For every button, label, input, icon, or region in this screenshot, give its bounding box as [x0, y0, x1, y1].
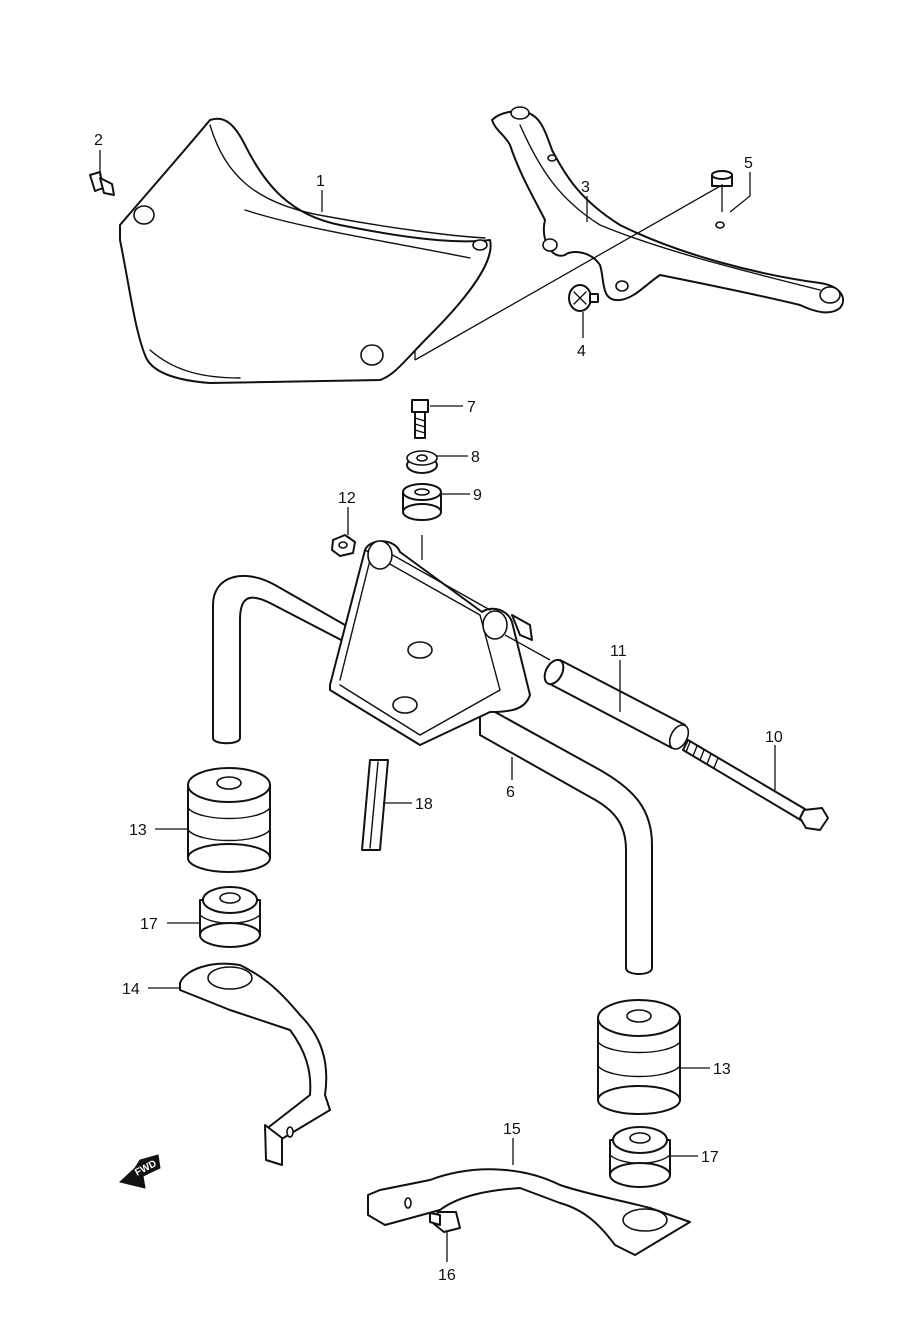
callout-17-right: 17: [701, 1149, 719, 1166]
fwd-label: FWD: [133, 1158, 158, 1178]
part-3-frame-bracket: [491, 106, 845, 314]
callout-16: 16: [438, 1267, 456, 1284]
part-2-push-rivet: [89, 171, 115, 196]
assembly-line-sleeve: [504, 634, 551, 661]
callout-3: 3: [581, 179, 590, 196]
part-14-bracket-left: [179, 962, 331, 1166]
part-8-collar: [406, 450, 438, 474]
callout-1: 1: [316, 173, 325, 190]
callout-7: 7: [467, 399, 476, 416]
part-10-long-bolt: [682, 739, 829, 831]
part-16-small-bolt: [429, 1211, 461, 1233]
callout-2: 2: [94, 132, 103, 149]
part-6-tubular-frame: [212, 575, 653, 975]
callout-14: 14: [122, 981, 140, 998]
part-15-bracket-right: [367, 1168, 691, 1256]
callout-15: 15: [503, 1121, 521, 1138]
part-13-cushion-left: [187, 767, 271, 873]
mount-bracket: [329, 540, 533, 746]
callout-11: 11: [610, 643, 627, 660]
part-17-damper-left: [199, 886, 261, 948]
callout-17-left: 17: [140, 916, 158, 933]
callout-6: 6: [506, 784, 515, 801]
callout-numbers: 2 1 3 5 4 7 8 9 12 11 10 6 18 13 17 14 1…: [94, 132, 783, 1284]
callout-18: 18: [415, 796, 433, 813]
part-5-cap: [711, 170, 733, 187]
part-4-screw: [568, 284, 599, 312]
part-7-bolt: [411, 399, 429, 439]
leader-lines: [99, 150, 776, 1262]
part-18-seal-strip: [361, 759, 389, 851]
callout-8: 8: [471, 449, 480, 466]
fwd-direction-arrow: FWD: [118, 1154, 161, 1189]
part-13-cushion-right: [597, 999, 681, 1115]
callout-13-right: 13: [713, 1061, 731, 1078]
callout-13-left: 13: [129, 822, 147, 839]
part-17-damper-right: [609, 1126, 671, 1188]
part-1-side-cover: [119, 117, 492, 384]
callout-9: 9: [473, 487, 482, 504]
callout-5: 5: [744, 155, 753, 172]
part-11-sleeve: [543, 658, 690, 750]
part-9-rubber-grommet: [402, 483, 442, 521]
assembly-line-cover: [414, 183, 723, 361]
callout-4: 4: [577, 343, 586, 360]
callout-10: 10: [765, 729, 783, 746]
callout-12: 12: [338, 490, 356, 507]
part-12-nut: [331, 534, 356, 557]
